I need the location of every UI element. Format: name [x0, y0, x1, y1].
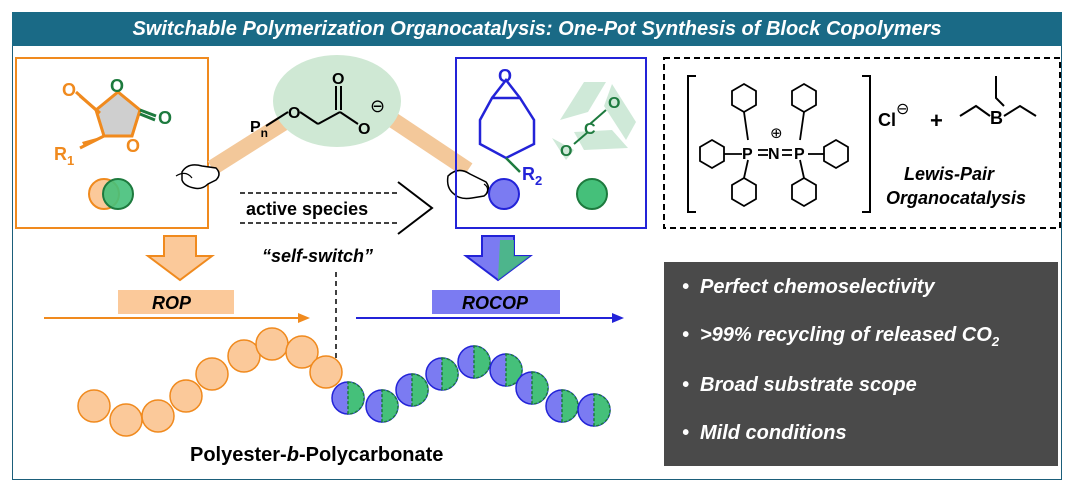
- features-panel: •Perfect chemoselectivity •>99% recyclin…: [664, 262, 1058, 466]
- recycle-icon: [552, 82, 636, 160]
- polyester-block: [77, 327, 343, 437]
- banner-title: Switchable Polymerization Organocatalysi…: [12, 12, 1062, 46]
- phenyl-rings: [699, 82, 849, 208]
- catalyst-box: [663, 57, 1061, 229]
- self-switch-label: “self-switch”: [262, 246, 373, 266]
- rop-down-arrow: [145, 235, 215, 282]
- rocop-label: ROCOP: [462, 293, 529, 313]
- counterion-label: Cl: [878, 110, 896, 130]
- plus-sign: +: [930, 108, 943, 133]
- anhydride-substituent: R1: [54, 144, 74, 168]
- catalyst-n: N: [768, 146, 780, 163]
- rocop-arrowhead: [612, 313, 624, 323]
- catalyst-p-right: P: [794, 146, 805, 163]
- carbonate-structure: [265, 86, 359, 127]
- boron-label: B: [990, 108, 1003, 128]
- epoxide-box: [455, 57, 647, 229]
- catalyst-caption-1: Lewis-Pair: [904, 164, 995, 184]
- carbonate-o1: O: [288, 105, 300, 122]
- carbonate-o2: O: [332, 71, 344, 88]
- co2-o-top: O: [608, 95, 620, 112]
- rop-label: ROP: [152, 293, 192, 313]
- anhydride-ketone-o: O: [62, 80, 76, 100]
- left-arm: [207, 113, 293, 175]
- rop-label-box: [118, 290, 234, 314]
- left-hand-icon: [175, 164, 220, 190]
- anhydride-carbonyl-o: O: [158, 108, 172, 128]
- catalyst-plus-charge: ⊕: [770, 125, 783, 142]
- co2-c: C: [584, 121, 596, 138]
- catalyst-left-bracket: [687, 75, 696, 213]
- epoxide-substituent: R2: [522, 164, 542, 188]
- catalyst-bonds: [724, 111, 824, 179]
- rocop-down-arrow-green: [498, 240, 530, 280]
- triethylborane-structure: [959, 76, 1037, 117]
- anhydride-structure: [74, 90, 157, 150]
- rocop-label-box: [432, 290, 560, 314]
- feature-item: •>99% recycling of released CO2: [682, 324, 1000, 349]
- product-label: Polyester-b-Polycarbonate: [190, 444, 443, 466]
- feature-item: •Broad substrate scope: [682, 374, 917, 396]
- epoxide-o: O: [498, 66, 512, 86]
- rop-arrowhead: [298, 313, 310, 323]
- right-hand-icon: [446, 169, 490, 200]
- polycarbonate-block: [331, 345, 611, 427]
- epoxide-structure: [478, 77, 536, 173]
- active-species-arrowhead: [397, 181, 434, 235]
- catalyst-p-left: P: [742, 146, 753, 163]
- anhydride-ring-o: O: [110, 76, 124, 96]
- polymer-chain-label: Pn: [250, 119, 268, 140]
- co2-unit-green: [576, 178, 608, 210]
- co2-bond-top: [589, 109, 607, 125]
- carbonate-o3: O: [358, 121, 370, 138]
- feature-item: •Perfect chemoselectivity: [682, 276, 935, 298]
- anhydride-box: [15, 57, 209, 229]
- co2-bond-bottom: [573, 131, 589, 145]
- carbonate-charge: ⊖: [370, 96, 385, 116]
- active-species-label: active species: [246, 199, 368, 219]
- epoxide-unit-blue: [488, 178, 520, 210]
- feature-item: •Mild conditions: [682, 422, 847, 444]
- catalyst-right-bracket: [862, 75, 871, 213]
- catalyst-caption-2: Organocatalysis: [886, 188, 1026, 208]
- co2-o-bottom: O: [560, 143, 572, 160]
- counterion-charge: ⊖: [896, 101, 909, 118]
- anhydride-unit-green: [102, 178, 134, 210]
- anhydride-ring-o2: O: [126, 136, 140, 156]
